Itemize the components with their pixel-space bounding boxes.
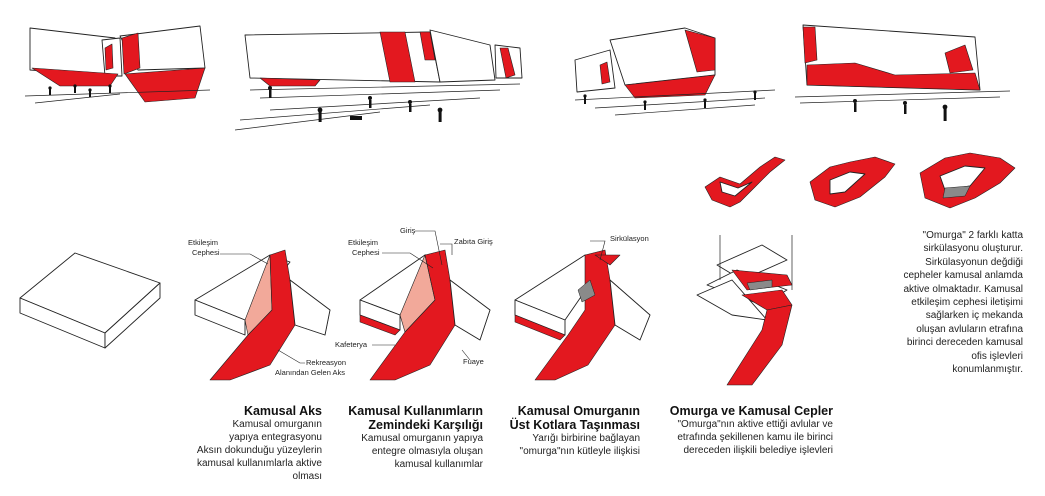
side-line: ofis işlevleri [863,350,1023,363]
side-line: etkileşim cephesi iletişimi [863,296,1023,309]
side-line: "Omurga" 2 farklı katta [863,229,1023,242]
label-cephesi-2: Cephesi [352,249,380,257]
caption-title: Kamusal Kullanımların [323,404,483,418]
label-kafeterya: Kafeterya [335,341,367,349]
side-description: "Omurga" 2 farklı katta sirkülasyonu olu… [863,229,1023,376]
caption-ust-kotlar: Kamusal Omurganın Üst Kotlara Taşınması … [480,404,640,458]
caption-desc-line: etrafında şekillenen kamu ile birinci [643,431,833,444]
caption-title: Üst Kotlara Taşınması [480,418,640,432]
caption-desc-line: Kamusal omurganın [152,418,322,431]
side-line: sağlarken iç mekanda [863,309,1023,322]
caption-desc-line: olması [152,470,322,483]
label-giris: Giriş [400,227,415,235]
label-zabita: Zabıta Giriş [454,238,493,246]
side-line: birinci dereceden kamusal [863,336,1023,349]
caption-kamusal-aks: Kamusal Aks Kamusal omurganın yapıya ent… [152,404,322,483]
caption-desc-line: "Omurga"nın aktive ettiği avlular ve [643,418,833,431]
side-line: oluşan avluların etrafına [863,323,1023,336]
caption-desc-line: entegre olmasıyla oluşan [323,445,483,458]
label-fuaye: Fuaye [463,358,484,366]
label-etkilesim-2: Etkileşim [348,239,378,247]
caption-title: Kamusal Aks [152,404,322,418]
label-etkilesim-1: Etkileşim [188,239,218,247]
caption-desc-line: "omurga"nın kütleyle ilişkisi [480,445,640,458]
caption-desc-line: Aksın dokunduğu yüzeylerin [152,444,322,457]
side-line: cepheler kamusal anlamda [863,269,1023,282]
label-cephesi-1: Cephesi [192,249,220,257]
caption-title: Zemindeki Karşılığı [323,418,483,432]
caption-desc-line: Kamusal omurganın yapıya [323,432,483,445]
side-line: konumlanmıştır. [863,363,1023,376]
label-sirkulasyon: Sirkülasyon [610,235,649,243]
caption-desc-line: kamusal kullanımlarla aktive [152,457,322,470]
side-line: Sirkülasyonun değdiği [863,256,1023,269]
caption-desc-line: dereceden ilişkili belediye işlevleri [643,444,833,457]
caption-desc-line: yapıya entegrasyonu [152,431,322,444]
side-line: sirkülasyonu oluşturur. [863,242,1023,255]
label-rekreasyon: Rekreasyon [306,359,346,367]
caption-zemin: Kamusal Kullanımların Zemindeki Karşılığ… [323,404,483,471]
caption-title: Omurga ve Kamusal Cepler [643,404,833,418]
caption-desc-line: kamusal kullanımlar [323,458,483,471]
caption-title: Kamusal Omurganın [480,404,640,418]
caption-desc-line: Yarığı birbirine bağlayan [480,432,640,445]
caption-cepler: Omurga ve Kamusal Cepler "Omurga"nın akt… [643,404,833,457]
side-line: aktive olmaktadır. Kamusal [863,283,1023,296]
label-alanindan: Alanından Gelen Aks [275,369,345,377]
